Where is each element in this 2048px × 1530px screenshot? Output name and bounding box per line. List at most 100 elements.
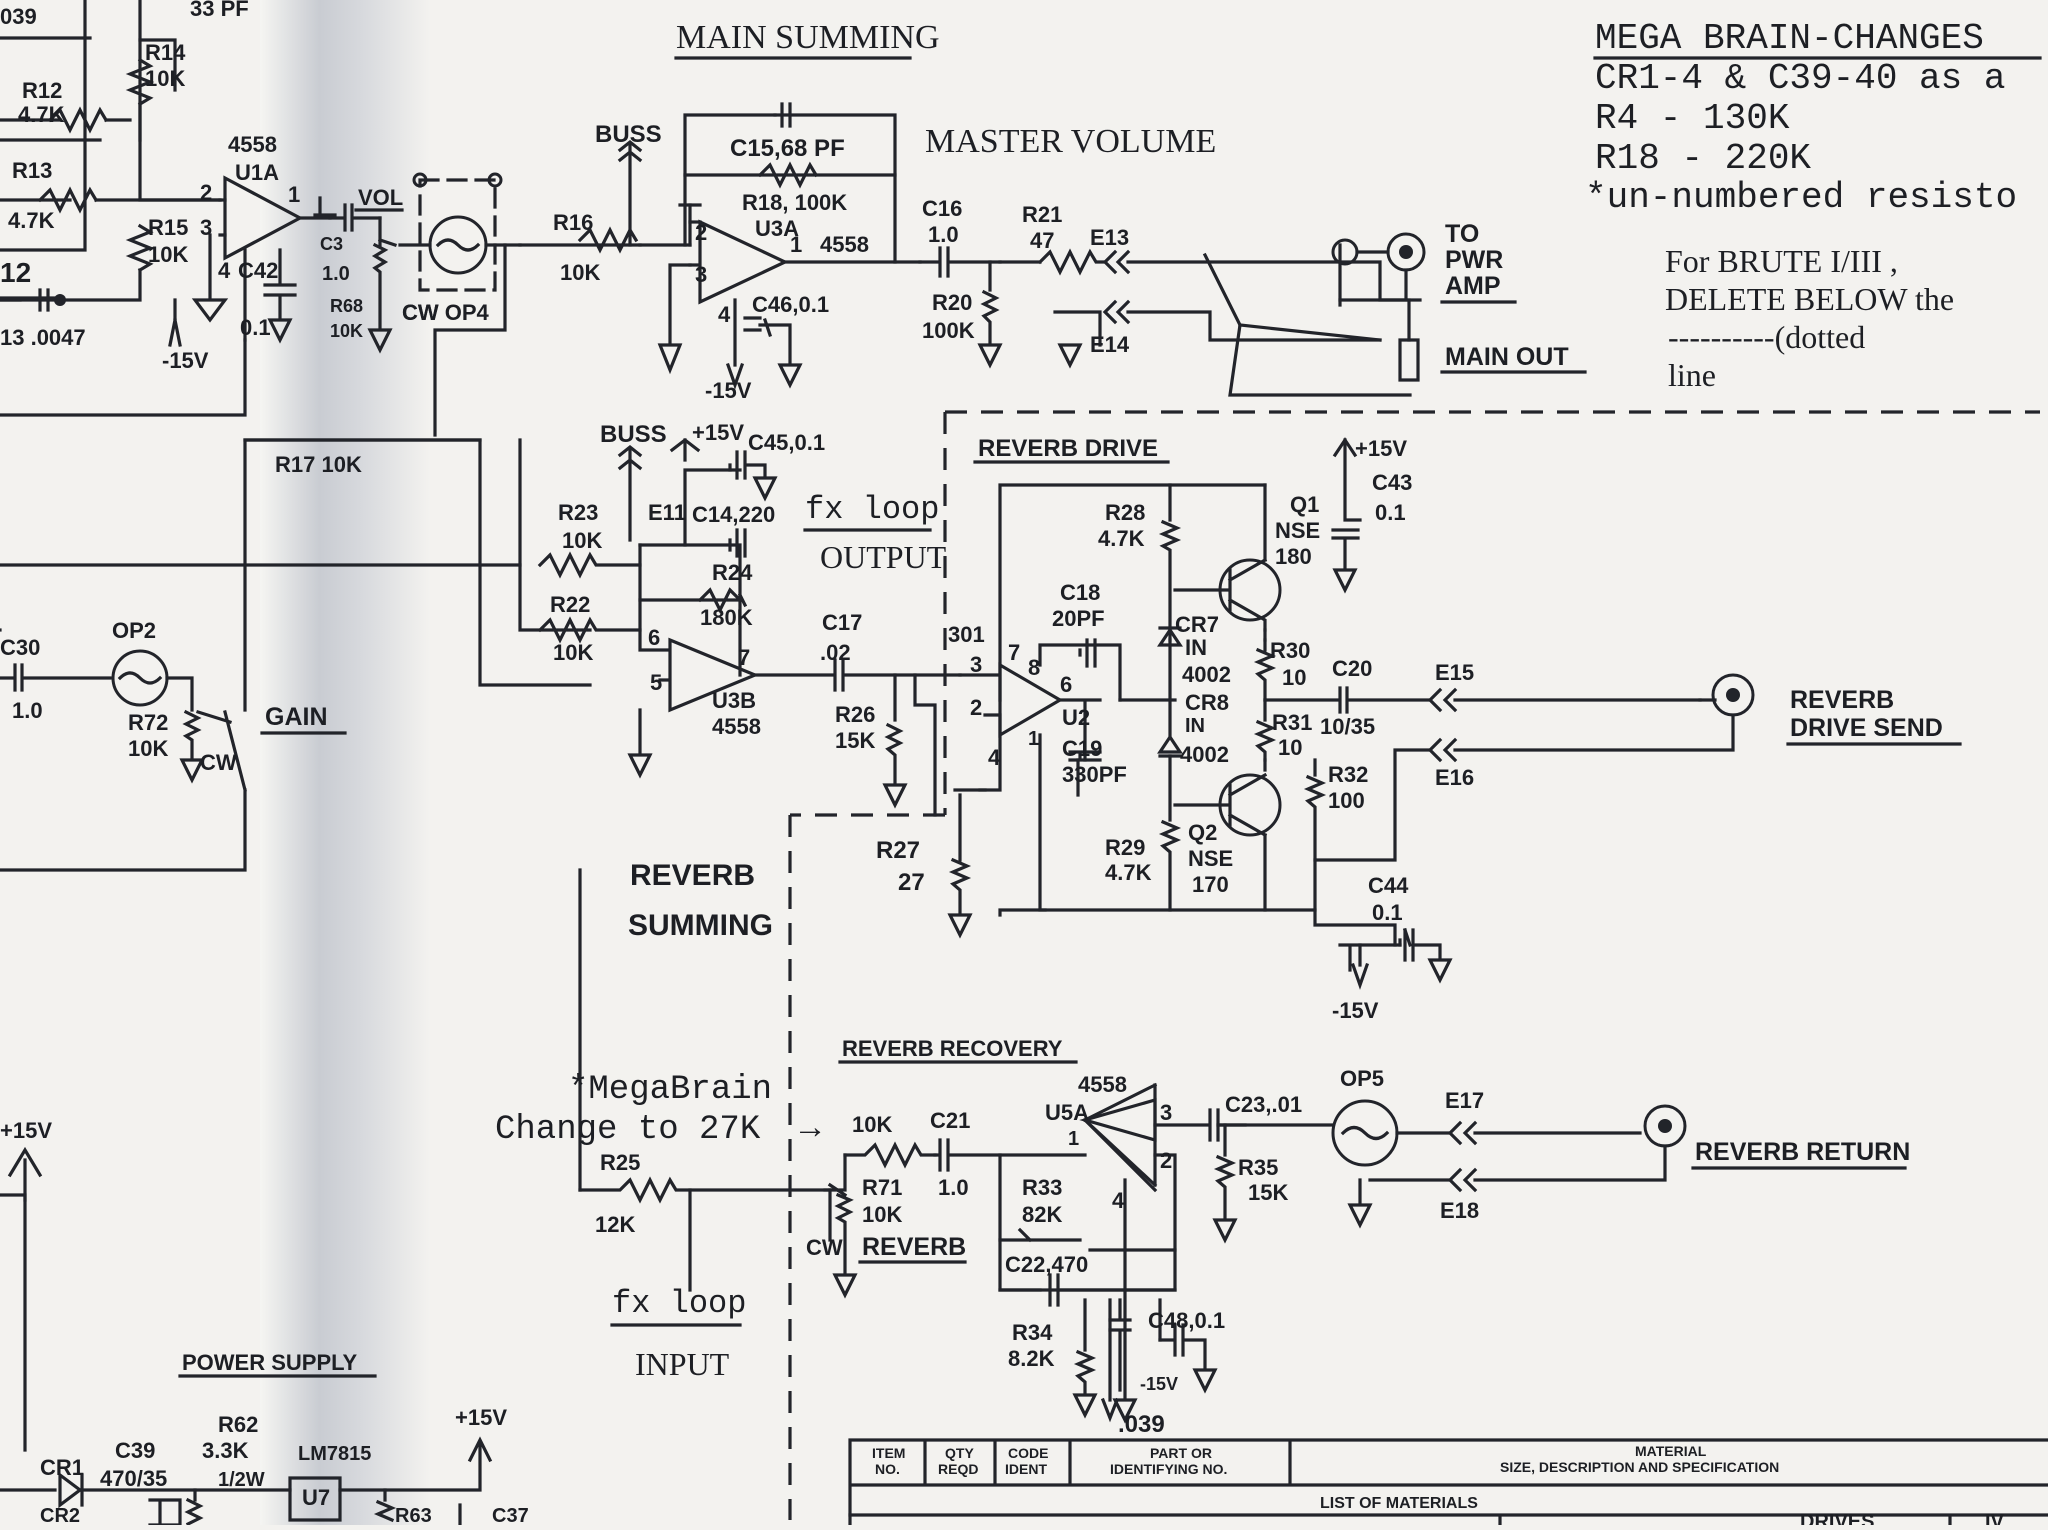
dotted-line-boundary — [788, 410, 2040, 1520]
brute-line-4: line — [1668, 357, 1716, 393]
label-r15v: 10K — [148, 242, 188, 267]
label-r33v: 82K — [1022, 1202, 1062, 1227]
label-e16: E16 — [1435, 765, 1474, 790]
label-p15-3: +15V — [0, 1118, 52, 1143]
note-line-3: R4 - 130K — [1595, 98, 1790, 139]
label-u1a: U1A — [235, 160, 279, 185]
label-c22: C22,470 — [1005, 1252, 1088, 1277]
fx-loop-notes: fx loop OUTPUT fx loop INPUT *MegaBrain … — [495, 491, 947, 1382]
label-r32: R32 — [1328, 762, 1368, 787]
pin-2: 2 — [200, 180, 212, 205]
note-line-1: MEGA BRAIN-CHANGES — [1595, 18, 1984, 59]
label-r13v: 4.7K — [8, 208, 55, 233]
label-r63: R63 — [395, 1505, 432, 1525]
label-r25: R25 — [600, 1150, 640, 1175]
label-c3v: 1.0 — [322, 263, 350, 285]
label-r16: R16 — [553, 210, 593, 235]
label-c16v: 1.0 — [928, 222, 959, 247]
reverb-pot-label: REVERB — [862, 1233, 966, 1261]
label-c16: C16 — [922, 196, 962, 221]
label-c39: C39 — [115, 1438, 155, 1463]
label-c15: C15,68 PF — [730, 135, 845, 162]
label-cr7: CR7 — [1175, 612, 1219, 637]
label-cr7a: IN — [1185, 635, 1207, 660]
label-r72: R72 — [128, 710, 168, 735]
label-c17: C17 — [822, 610, 862, 635]
label-r14: R14 — [145, 40, 186, 65]
label-u3a-type: 4558 — [820, 232, 869, 257]
main-summing — [617, 56, 1426, 397]
label-r29: R29 — [1105, 835, 1145, 860]
label-op4: CW OP4 — [402, 300, 490, 325]
label-op5: OP5 — [1340, 1066, 1384, 1091]
label-r25v: 12K — [595, 1212, 635, 1237]
pin-u3b-7: 7 — [738, 645, 750, 670]
vol-label: VOL — [358, 185, 403, 210]
tb-material-1: MATERIAL — [1635, 1443, 1707, 1459]
to-pwr-amp-3: AMP — [1445, 272, 1501, 300]
label-c18: C18 — [1060, 580, 1100, 605]
label-c43v: 0.1 — [1375, 500, 1406, 525]
tb-qty-2: REQD — [938, 1461, 978, 1477]
label-c48: C48,0.1 — [1148, 1308, 1225, 1333]
label-u2: U2 — [1062, 705, 1090, 730]
label-p15-1: +15V — [692, 420, 744, 445]
label-r27v: 27 — [898, 869, 925, 896]
label-33pf: 33 PF — [190, 0, 249, 21]
label-r13: R13 — [12, 158, 52, 183]
megabrain-change-arrow: → — [800, 1111, 821, 1149]
label-c19v: 330PF — [1062, 762, 1127, 787]
label-r31v: 10 — [1278, 735, 1302, 760]
label-r26v: 15K — [835, 728, 875, 753]
label-r34: R34 — [1012, 1320, 1053, 1345]
reverb-drive-send-2: DRIVE SEND — [1790, 714, 1943, 742]
tb-qty-1: QTY — [945, 1445, 974, 1461]
pin-u5a-4: 4 — [1112, 1188, 1125, 1213]
tb-part-2: IDENTIFYING NO. — [1110, 1461, 1227, 1477]
pin-u3a-3: 3 — [695, 262, 707, 287]
label-c18v: 20PF — [1052, 606, 1105, 631]
label-c14: C14,220 — [692, 502, 775, 527]
reverb-drive — [947, 437, 1755, 990]
brute-line-1: For BRUTE I/III , — [1665, 243, 1898, 279]
power-supply-title: POWER SUPPLY — [182, 1350, 358, 1375]
cw-label-3: CW — [806, 1235, 843, 1260]
label-q1: Q1 — [1290, 492, 1319, 517]
tb-bottom-2: IV — [1985, 1511, 2005, 1525]
label-c23: C23,.01 — [1225, 1092, 1302, 1117]
megabrain-change-1: *MegaBrain — [568, 1071, 772, 1109]
power-supply — [0, 1436, 493, 1527]
label-r34v: 8.2K — [1008, 1346, 1055, 1371]
label-m15-2: -15V — [705, 378, 752, 403]
label-p15-2: +15V — [1355, 436, 1407, 461]
label-u5a-type: 4558 — [1078, 1072, 1127, 1097]
label-r14v: 10K — [145, 66, 185, 91]
label-r62w: 1/2W — [218, 1469, 265, 1491]
fx-input-2: INPUT — [635, 1346, 730, 1382]
pin-u2-3: 3 — [970, 652, 982, 677]
label-039b: .039 — [1118, 1411, 1165, 1438]
tb-code-1: CODE — [1008, 1445, 1048, 1461]
label-r62: R62 — [218, 1412, 258, 1437]
label-e15: E15 — [1435, 660, 1474, 685]
label-12: 12 — [0, 257, 31, 288]
brute-note: For BRUTE I/III , DELETE BELOW the -----… — [1665, 243, 1954, 393]
label-u1a-type: 4558 — [228, 132, 277, 157]
pin-u5a-3: 3 — [1160, 1100, 1172, 1125]
label-r68v: 10K — [330, 321, 363, 341]
label-r62v: 3.3K — [202, 1438, 249, 1463]
tb-bottom-1: DRIVES — [1800, 1511, 1874, 1525]
label-e13: E13 — [1090, 225, 1129, 250]
pin-4: 4 — [218, 258, 231, 283]
reverb-summing-title-2: SUMMING — [628, 909, 773, 942]
label-cr8: CR8 — [1185, 690, 1229, 715]
pin-3: 3 — [200, 215, 212, 240]
label-u7: U7 — [302, 1485, 330, 1510]
to-pwr-amp-1: TO — [1445, 220, 1479, 248]
reverb-drive-send-1: REVERB — [1790, 686, 1894, 714]
label-c21: C21 — [930, 1108, 970, 1133]
label-13: 13 .0047 — [0, 325, 86, 350]
reverb-return-label: REVERB RETURN — [1695, 1138, 1910, 1166]
tb-code-2: IDENT — [1005, 1461, 1047, 1477]
